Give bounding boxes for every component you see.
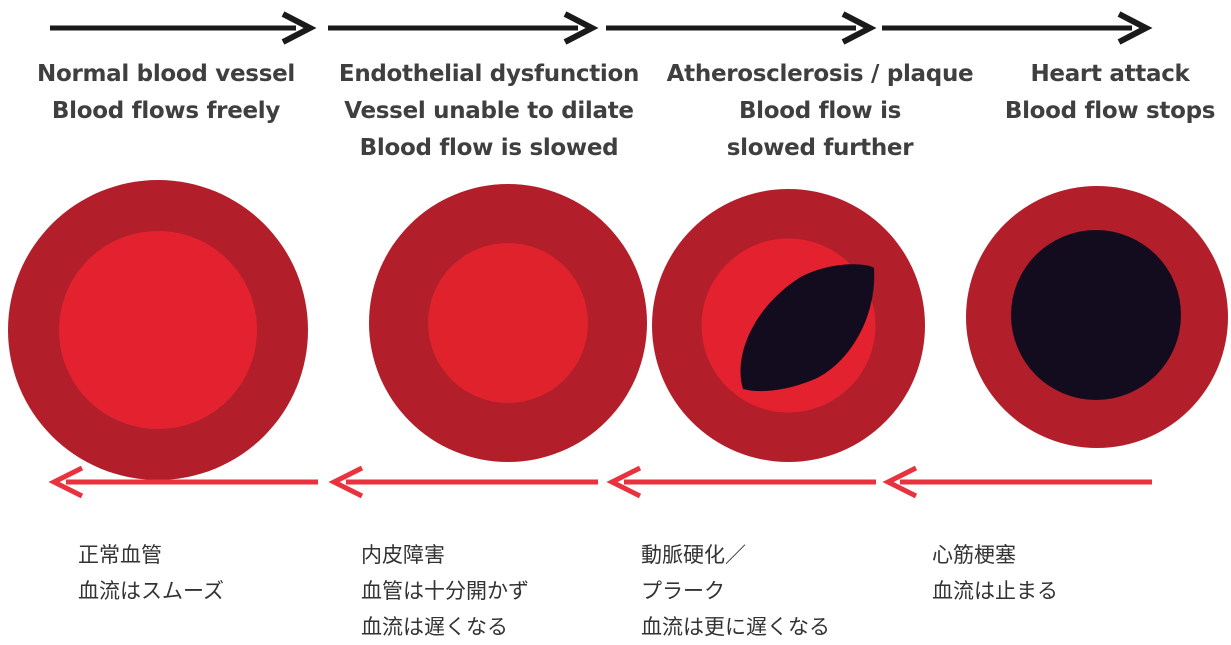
stage-1-jp-line-1: 正常血管 <box>78 537 224 573</box>
stage-4-desc-line-1: Blood flow stops <box>950 93 1231 130</box>
stage-3-jp-line-1: 動脈硬化／ <box>641 537 830 573</box>
blood-clot <box>1011 230 1181 400</box>
backward-arrow-4 <box>0 460 1231 510</box>
stage-4-english-caption: Heart attack Blood flow stops <box>950 56 1231 130</box>
atherosclerotic-vessel-cross-section <box>651 188 926 463</box>
stage-2-desc-line-1: Vessel unable to dilate <box>329 93 649 130</box>
stage-3-japanese-caption: 動脈硬化／ プラーク 血流は更に遅くなる <box>641 537 830 645</box>
stage-3-title: Atherosclerosis / plaque <box>660 56 980 93</box>
stage-2-jp-line-2: 血管は十分開かず <box>361 573 529 609</box>
stage-3-desc-line-2: slowed further <box>660 130 980 167</box>
stage-3-desc-line-1: Blood flow is <box>660 93 980 130</box>
vessel-lumen <box>59 231 257 429</box>
stage-2-title: Endothelial dysfunction <box>329 56 649 93</box>
stage-4-jp-line-2: 血流は止まる <box>932 573 1058 609</box>
stage-2-jp-line-1: 内皮障害 <box>361 537 529 573</box>
stage-1-japanese-caption: 正常血管 血流はスムーズ <box>78 537 224 609</box>
stage-2-japanese-caption: 内皮障害 血管は十分開かず 血流は遅くなる <box>361 537 529 645</box>
stage-1-desc-line-1: Blood flows freely <box>6 93 326 130</box>
stage-4-japanese-caption: 心筋梗塞 血流は止まる <box>932 537 1058 609</box>
dysfunctional-vessel-cross-section <box>368 183 648 463</box>
stage-1-english-caption: Normal blood vessel Blood flows freely <box>6 56 326 130</box>
stage-1-title: Normal blood vessel <box>6 56 326 93</box>
vessel-lumen <box>428 243 588 403</box>
normal-vessel-cross-section <box>7 179 309 481</box>
forward-arrow-4 <box>0 0 1231 60</box>
stage-3-jp-line-2: プラーク <box>641 573 830 609</box>
stage-4-jp-line-1: 心筋梗塞 <box>932 537 1058 573</box>
stage-4-title: Heart attack <box>950 56 1231 93</box>
stage-2-desc-line-2: Blood flow is slowed <box>329 130 649 167</box>
stage-2-english-caption: Endothelial dysfunction Vessel unable to… <box>329 56 649 167</box>
blocked-vessel-cross-section <box>965 185 1229 449</box>
stage-3-english-caption: Atherosclerosis / plaque Blood flow is s… <box>660 56 980 167</box>
stage-1-jp-line-2: 血流はスムーズ <box>78 573 224 609</box>
